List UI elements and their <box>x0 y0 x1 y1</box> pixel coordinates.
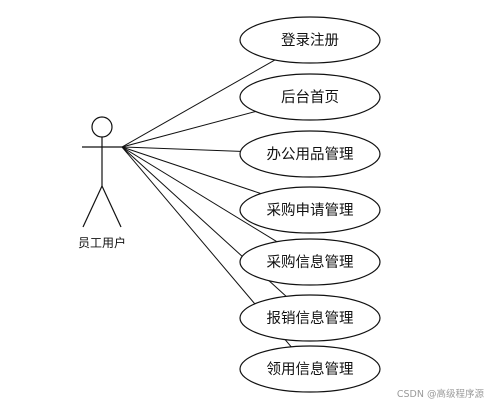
use-case-4: 采购申请管理 <box>239 186 381 234</box>
use-case-3: 办公用品管理 <box>239 130 381 178</box>
use-case-6-label: 报销信息管理 <box>267 310 354 327</box>
association-line-4 <box>121 146 262 195</box>
use-case-1-label: 登录注册 <box>281 32 339 49</box>
association-line-1 <box>121 59 276 148</box>
use-case-5-label: 采购信息管理 <box>267 254 354 271</box>
use-case-2-label: 后台首页 <box>281 89 339 106</box>
actor-head <box>91 116 113 138</box>
use-case-5-ellipse <box>239 238 381 286</box>
use-case-7: 领用信息管理 <box>239 345 381 393</box>
use-case-list: 登录注册 后台首页 办公用品管理 采购申请管理 采购信息管理 报销信息管理 <box>239 16 381 393</box>
actor: 员工用户 <box>78 116 126 250</box>
actor-left-leg <box>82 185 103 228</box>
actor-right-leg <box>101 185 122 228</box>
use-case-7-label: 领用信息管理 <box>267 361 354 378</box>
watermark: CSDN @高级程序源 <box>397 388 485 400</box>
association-line-5 <box>121 146 278 243</box>
use-case-6: 报销信息管理 <box>239 294 381 342</box>
use-case-2: 后台首页 <box>239 73 381 121</box>
association-lines <box>121 59 292 348</box>
actor-label: 员工用户 <box>78 235 126 250</box>
use-case-7-ellipse <box>239 345 381 393</box>
use-case-3-ellipse <box>239 130 381 178</box>
use-case-4-label: 采购申请管理 <box>267 202 354 219</box>
association-line-2 <box>121 111 256 148</box>
use-case-1-ellipse <box>239 16 381 64</box>
use-case-2-ellipse <box>239 73 381 121</box>
use-case-3-label: 办公用品管理 <box>267 146 354 163</box>
use-case-1: 登录注册 <box>239 16 381 64</box>
use-case-4-ellipse <box>239 186 381 234</box>
use-case-5: 采购信息管理 <box>239 238 381 286</box>
use-case-6-ellipse <box>239 294 381 342</box>
association-line-3 <box>121 146 241 152</box>
